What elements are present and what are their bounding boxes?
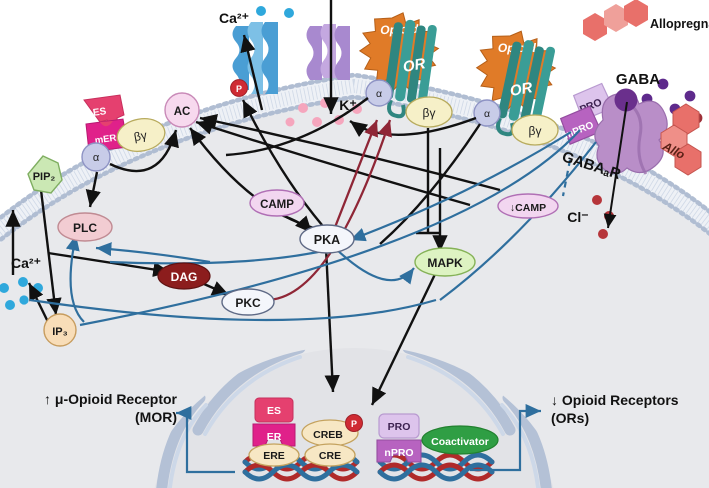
pkc	[221, 288, 275, 316]
gaba-text-label: GABA	[616, 71, 660, 88]
npro-label: nPRO	[384, 447, 413, 459]
pkc-label: PKC	[235, 296, 261, 310]
ca-extracellular-label: Ca²⁺	[219, 10, 249, 26]
g-alpha-label-or1: α	[376, 88, 382, 100]
output-mor-line1: ↑ μ-Opioid Receptor	[43, 391, 177, 407]
ere	[248, 443, 300, 467]
nuclear-er	[252, 423, 296, 447]
dna-right	[377, 452, 495, 482]
potassium-channel	[306, 24, 350, 80]
opioid-receptor-2: Opioid OR α βγ	[473, 30, 559, 146]
output-mor-increase: ↑ μ-Opioid Receptor (MOR)	[22, 390, 177, 426]
ca-intracellular-label: Ca²⁺	[11, 255, 41, 271]
opioid-receptor-1: Opioid OR α βγ	[358, 12, 453, 128]
g-betagamma-label-or1: βγ	[423, 106, 436, 120]
or-label-1: OR	[402, 55, 427, 76]
dag	[157, 262, 211, 290]
output-or-decrease: ↓ Opioid Receptors (ORs)	[551, 391, 709, 427]
creb-label: CREB	[313, 429, 343, 441]
allopregnanolone-legend	[583, 0, 648, 41]
g-alpha-label-mer: α	[93, 152, 100, 164]
mapk	[414, 247, 476, 277]
pip2	[27, 155, 63, 194]
pip2-label: PIP₂	[33, 171, 56, 183]
pka	[299, 224, 355, 254]
g-betagamma-label-mer: βγ	[133, 128, 148, 144]
coactivator	[421, 425, 499, 455]
dcamp-label: ↓CAMP	[510, 202, 546, 214]
red-arrows	[265, 119, 392, 302]
ac-label: AC	[174, 106, 191, 118]
ere-label: ERE	[263, 450, 285, 462]
coactivator-label: Coactivator	[431, 436, 489, 448]
cytoplasm-nodes: AC PIP₂ PLC IP₃ DAG PKC CAMP PKA MAPK ↓C…	[27, 92, 559, 347]
gaba-a-receptor: Allo	[594, 88, 702, 176]
pro-nuclear-label: PRO	[388, 421, 411, 433]
k-label: K⁺	[339, 97, 357, 113]
er-nuclear-label: ER	[267, 431, 282, 443]
phosphate-label: P	[236, 84, 242, 94]
g-betagamma-label-or2: βγ	[529, 124, 542, 138]
ip3-label: IP₃	[52, 326, 67, 338]
output-mor-line2: (MOR)	[135, 409, 177, 425]
pka-label: PKA	[314, 233, 340, 247]
allopregnanolone-legend-label: Allopregnanolone	[650, 17, 709, 31]
npro	[376, 439, 422, 463]
nucleus-contents: ES ER ERE CREB P CRE PRO nPRO Coactivato…	[242, 397, 499, 482]
black-arrows	[5, 0, 628, 406]
camp	[249, 189, 305, 217]
cre-label: CRE	[319, 450, 341, 462]
dag-label: DAG	[171, 270, 198, 284]
mer-receptor-complex: ES mER α βγ	[81, 94, 166, 172]
es-nuclear-label: ES	[267, 405, 281, 417]
es-label: ES	[92, 106, 107, 119]
output-or-line2: (ORs)	[551, 410, 590, 426]
nuclear-es	[254, 397, 294, 423]
cl-label: Cl⁻	[567, 209, 588, 225]
cytoplasm	[0, 90, 709, 488]
calcium-channel: P	[230, 22, 278, 97]
or-label-2: OR	[509, 79, 534, 100]
p-creb-label: P	[351, 419, 357, 429]
output-or-line1: ↓ Opioid Receptors	[551, 392, 679, 408]
ip3	[43, 313, 77, 347]
mapk-label: MAPK	[427, 256, 463, 270]
output-connectors	[176, 403, 541, 474]
nuclear-pro	[378, 413, 420, 439]
decreased-camp	[497, 193, 559, 219]
plc-label: PLC	[73, 221, 97, 235]
camp-label: CAMP	[260, 199, 294, 211]
adenylyl-cyclase	[164, 92, 200, 128]
cre	[304, 443, 356, 467]
phosphate-creb	[345, 414, 363, 432]
plc	[57, 212, 113, 242]
g-alpha-label-or2: α	[484, 108, 490, 120]
